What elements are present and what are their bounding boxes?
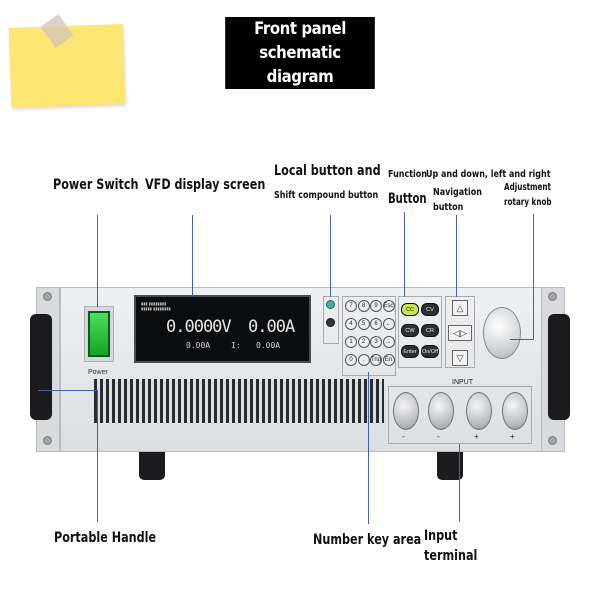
- leader-line-number-keys: [368, 372, 369, 524]
- input-title: INPUT: [452, 379, 473, 386]
- numpad-key[interactable]: .: [357, 354, 370, 366]
- number-key-area: [342, 296, 396, 376]
- input-terminal[interactable]: [428, 392, 454, 430]
- leader-line-navigation: [456, 215, 457, 297]
- vfd-voltage: 0.0000V: [166, 317, 232, 337]
- vfd-current: 0.00A: [248, 317, 295, 337]
- numpad-key[interactable]: 6: [370, 318, 382, 330]
- function-key[interactable]: CC: [401, 303, 419, 316]
- vfd-sub-mid: I:: [231, 341, 241, 350]
- numpad-key[interactable]: 3: [370, 336, 382, 348]
- leader-line-knob-horizontal: [510, 339, 534, 340]
- label-number-key-area: Number key area: [313, 532, 422, 548]
- numpad-key[interactable]: →: [382, 336, 395, 348]
- numpad-key[interactable]: 0: [345, 354, 357, 366]
- numpad-key[interactable]: Esc: [382, 300, 395, 312]
- function-key[interactable]: CV: [421, 303, 439, 316]
- label-power-switch: Power Switch: [53, 177, 139, 193]
- device-foot-left: [139, 452, 165, 480]
- screw-icon: [43, 436, 52, 445]
- device-foot-right: [437, 452, 463, 480]
- input-terminal[interactable]: [502, 392, 528, 430]
- label-navigation-line1: Up and down, left and right: [426, 169, 551, 180]
- arrow-up-icon[interactable]: △: [452, 300, 468, 316]
- vfd-sub-left: 0.00A: [186, 341, 211, 350]
- vfd-brand-logo: ▮▮▮ ▮▮▮▮▮▮▮▮▮▮▮▮▮ ▮▮▮▮▮▮▮▮: [141, 301, 171, 311]
- label-adjustment-line1: Adjustment: [504, 182, 552, 193]
- label-local-button-line2: Shift compound button: [274, 190, 379, 201]
- numpad-key[interactable]: 8: [357, 300, 370, 312]
- leader-line-function: [404, 212, 405, 297]
- label-navigation-line3: button: [433, 202, 464, 213]
- adjustment-rotary-knob[interactable]: [483, 307, 521, 359]
- numpad-key[interactable]: ←: [382, 318, 395, 330]
- portable-handle-right[interactable]: [548, 314, 570, 420]
- label-navigation-line2: Navigation: [433, 187, 482, 198]
- vfd-display-screen: ▮▮▮ ▮▮▮▮▮▮▮▮▮▮▮▮▮ ▮▮▮▮▮▮▮▮ 0.0000V 0.00A…: [134, 295, 311, 363]
- leader-line-vfd: [192, 215, 193, 296]
- terminal-sign: -: [437, 432, 440, 441]
- label-local-button-line1: Local button and: [274, 163, 381, 179]
- input-terminal[interactable]: [393, 392, 419, 430]
- label-vfd-screen: VFD display screen: [145, 177, 266, 193]
- label-input-line1: Input: [424, 528, 458, 544]
- numpad-key[interactable]: 5: [357, 318, 370, 330]
- function-key[interactable]: CR: [421, 324, 439, 337]
- numpad-key[interactable]: En: [382, 354, 395, 366]
- title-line-1: Front panel: [254, 19, 346, 39]
- numpad-key[interactable]: 4: [345, 318, 357, 330]
- function-button-area: [398, 296, 442, 368]
- function-key[interactable]: On/Off: [421, 345, 439, 358]
- navigation-button-area: [445, 296, 475, 368]
- ventilation-grille: [94, 379, 384, 423]
- numpad-key[interactable]: 1: [345, 336, 357, 348]
- leader-line-knob-vertical: [533, 214, 534, 340]
- numpad-key[interactable]: 9: [370, 300, 382, 312]
- local-button[interactable]: [326, 300, 335, 309]
- arrow-left-right-icon[interactable]: ◁▷: [448, 325, 472, 341]
- label-portable-handle: Portable Handle: [54, 530, 157, 546]
- terminal-sign: +: [510, 432, 515, 441]
- function-key[interactable]: Enter: [401, 345, 419, 358]
- diagram-title: Front panel schematic diagram: [225, 17, 375, 89]
- vfd-sub-right: 0.00A: [256, 341, 281, 350]
- portable-handle-left[interactable]: [30, 314, 52, 420]
- function-key[interactable]: CW: [401, 324, 419, 337]
- screw-icon: [548, 292, 557, 301]
- leader-line-handle-vertical: [97, 390, 98, 522]
- leader-line-input: [459, 444, 460, 522]
- label-function-line2: Button: [388, 191, 427, 207]
- leader-line-power-switch: [97, 215, 98, 307]
- arrow-down-icon[interactable]: ▽: [452, 350, 468, 366]
- screw-icon: [43, 292, 52, 301]
- terminal-sign: -: [402, 432, 405, 441]
- label-adjustment-line2: rotary knob: [504, 197, 552, 208]
- input-terminal-area: [388, 386, 532, 444]
- numpad-key[interactable]: 7: [345, 300, 357, 312]
- power-switch[interactable]: [88, 311, 110, 357]
- title-line-2: schematic diagram: [259, 43, 341, 87]
- shift-button[interactable]: [326, 318, 335, 327]
- label-function-line1: Function: [388, 169, 427, 180]
- leader-line-handle-horizontal: [38, 390, 98, 391]
- numpad-key[interactable]: 2: [357, 336, 370, 348]
- input-terminal[interactable]: [466, 392, 492, 430]
- power-label: Power: [88, 369, 108, 376]
- local-button-area: [323, 296, 339, 344]
- numpad-key[interactable]: Trig: [370, 354, 382, 366]
- terminal-sign: +: [474, 432, 479, 441]
- screw-icon: [548, 436, 557, 445]
- label-input-line2: terminal: [424, 548, 478, 564]
- leader-line-local: [330, 215, 331, 297]
